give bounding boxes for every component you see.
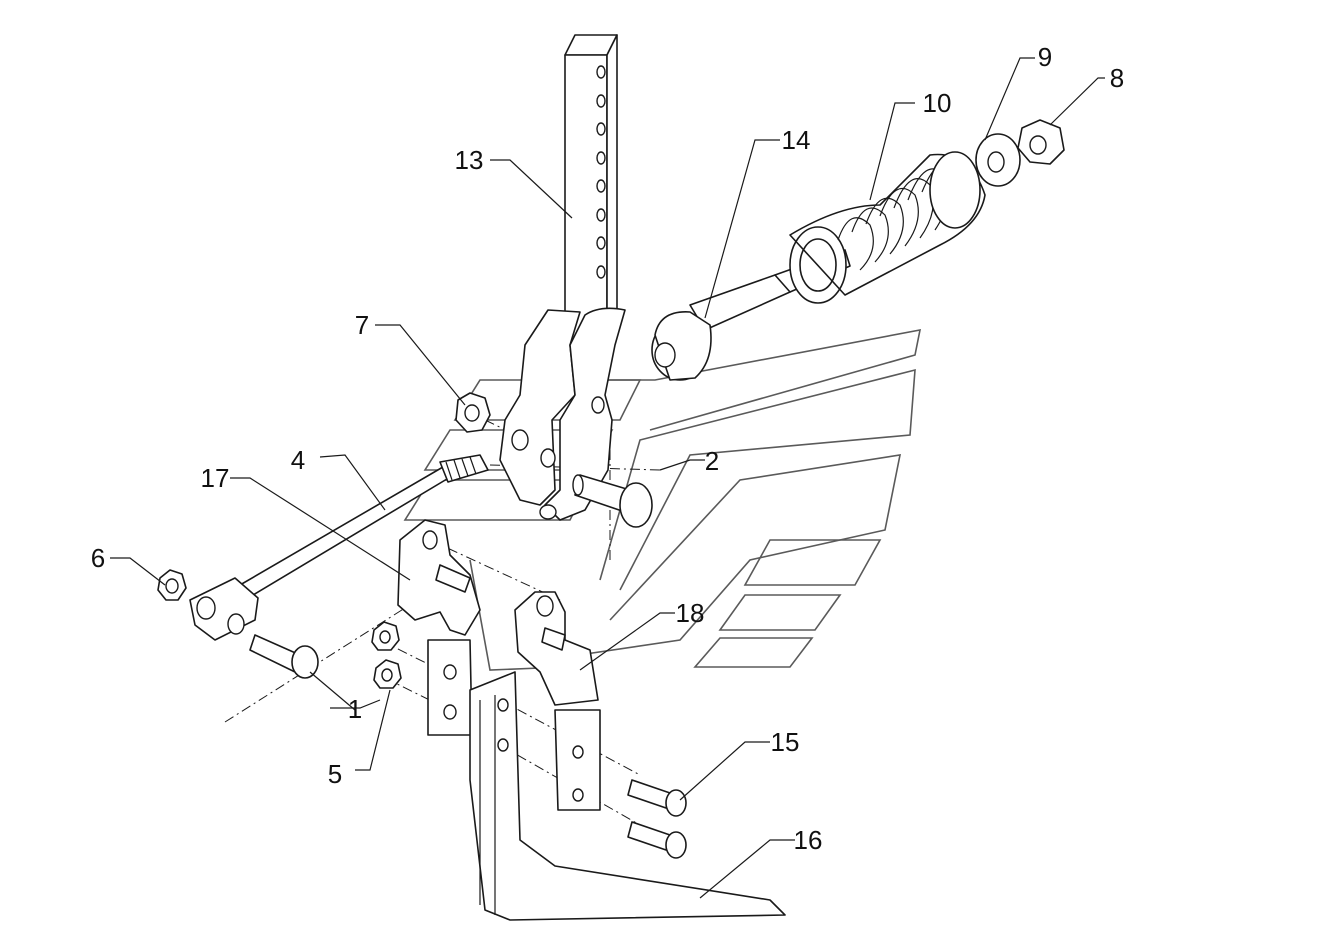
upper-bracket xyxy=(499,307,626,521)
part-10-coil-spring xyxy=(789,151,986,304)
part-16-blade xyxy=(469,671,786,921)
callout-6: 6 xyxy=(91,543,105,573)
callout-8: 8 xyxy=(1110,63,1124,93)
callout-5: 5 xyxy=(328,759,342,789)
callout-13: 13 xyxy=(455,145,484,175)
callout-7: 7 xyxy=(355,310,369,340)
part-6-nut xyxy=(157,569,187,601)
leader-lines xyxy=(110,57,1105,899)
callout-16: 16 xyxy=(794,825,823,855)
part-17-left-bracket xyxy=(397,519,481,736)
part-1-bolt xyxy=(249,634,319,679)
callout-2: 2 xyxy=(705,446,719,476)
callout-18: 18 xyxy=(676,598,705,628)
part-18-right-bracket xyxy=(514,591,601,811)
part-4-threaded-rod xyxy=(189,454,489,641)
callout-10: 10 xyxy=(923,88,952,118)
part-9-washer xyxy=(975,133,1021,187)
callout-14: 14 xyxy=(782,125,811,155)
callout-labels: 1 2 4 5 6 7 8 9 10 13 14 15 16 17 18 xyxy=(91,42,1124,855)
part-13-perforated-bar xyxy=(564,34,618,341)
part-7-nut xyxy=(455,392,491,433)
part-8-nut xyxy=(1017,119,1065,165)
part-15-bolts xyxy=(627,779,687,859)
watermark-logo xyxy=(403,328,922,671)
callout-17: 17 xyxy=(201,463,230,493)
part-5-nuts xyxy=(371,621,402,689)
callout-4: 4 xyxy=(291,445,305,475)
part-2-bolt xyxy=(572,474,653,528)
callout-1: 1 xyxy=(348,694,362,724)
callout-15: 15 xyxy=(771,727,800,757)
callout-9: 9 xyxy=(1038,42,1052,72)
